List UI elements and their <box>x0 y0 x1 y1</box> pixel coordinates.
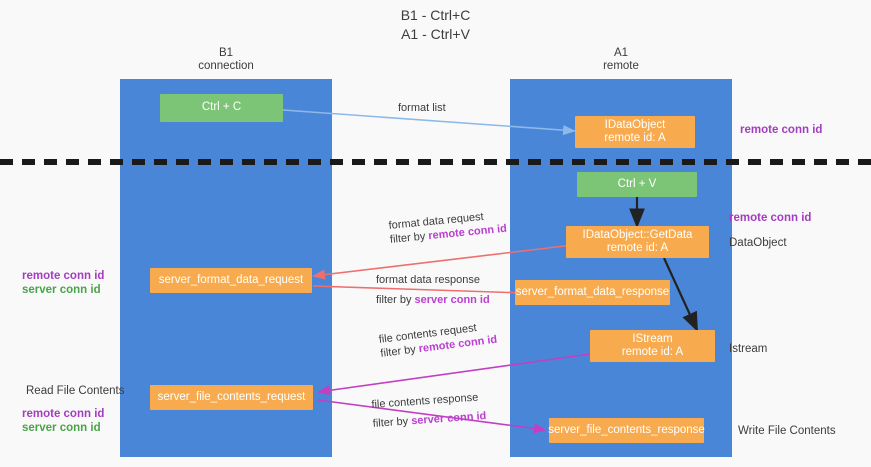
annotation-right-mid-remote-conn-id: remote conn id <box>729 212 812 224</box>
edge-label-format-data-response: format data response filter by server co… <box>376 273 490 307</box>
filter-prefix: filter by <box>372 415 412 430</box>
node-getdata[interactable]: IDataObject::GetData remote id: A <box>566 226 709 258</box>
edge-format-data-request <box>312 244 574 280</box>
filter-prefix: filter by <box>376 294 415 306</box>
edge-label-format-data-response-filter: filter by server conn id <box>376 293 490 307</box>
title-line-2: A1 - Ctrl+V <box>401 26 470 42</box>
node-server-format-data-request-line1: server_format_data_request <box>158 273 304 286</box>
filter-key-server-conn-id: server conn id <box>414 294 490 306</box>
lane-header-a1-line2: remote <box>603 60 639 72</box>
node-getdata-line2: remote id: A <box>606 242 669 254</box>
node-idataobject-remote-line1: IDataObject <box>604 118 666 131</box>
node-istream[interactable]: IStream remote id: A <box>590 330 715 362</box>
annotation-left-low-server-conn-id: server conn id <box>22 422 101 434</box>
node-server-format-data-response[interactable]: server_format_data_response <box>515 280 670 305</box>
edge-file-contents-request <box>317 353 591 396</box>
node-server-format-data-request[interactable]: server_format_data_request <box>150 268 312 293</box>
lane-header-b1-line2: connection <box>198 60 254 72</box>
edge-label-format-list-text: format list <box>398 102 446 114</box>
node-ctrl-v-line1: Ctrl + V <box>617 177 657 190</box>
annotation-right-dataobject: DataObject <box>729 237 787 249</box>
annotation-left-read-file-contents: Read File Contents <box>26 385 125 397</box>
edge-label-format-data-response-text: format data response <box>376 274 480 286</box>
annotation-right-istream: Istream <box>729 343 768 355</box>
annotation-left-mid-server-conn-id: server conn id <box>22 284 101 296</box>
lane-header-b1: B1 connection <box>120 47 332 73</box>
edge-label-format-list: format list <box>398 101 446 115</box>
node-server-format-data-response-line1: server_format_data_response <box>515 285 670 298</box>
node-server-file-contents-response-line1: server_file_contents_response <box>548 423 705 436</box>
edge-getdata-istream <box>663 257 698 332</box>
node-server-file-contents-request-line1: server_file_contents_request <box>157 390 306 403</box>
edge-file-contents-response <box>317 399 547 434</box>
annotation-right-write-file-contents: Write File Contents <box>738 425 836 437</box>
annotation-left-low-remote-conn-id: remote conn id <box>22 408 105 420</box>
node-getdata-line1: IDataObject::GetData <box>582 228 693 241</box>
node-ctrl-c-line1: Ctrl + C <box>201 101 242 114</box>
node-server-file-contents-request[interactable]: server_file_contents_request <box>150 385 313 410</box>
filter-prefix: filter by <box>389 230 429 246</box>
node-istream-line2: remote id: A <box>621 346 684 358</box>
node-server-file-contents-response[interactable]: server_file_contents_response <box>548 418 705 443</box>
node-ctrl-c[interactable]: Ctrl + C <box>160 94 283 122</box>
edge-format-list <box>282 109 576 136</box>
node-idataobject-remote-line2: remote id: A <box>604 132 666 144</box>
lane-header-a1: A1 remote <box>510 47 732 73</box>
diagram-title: B1 - Ctrl+C A1 - Ctrl+V <box>0 6 871 44</box>
node-istream-line1: IStream <box>632 332 673 345</box>
annotation-left-mid-remote-conn-id: remote conn id <box>22 270 105 282</box>
lane-header-b1-line1: B1 <box>218 47 234 59</box>
node-ctrl-v[interactable]: Ctrl + V <box>577 172 697 197</box>
node-idataobject-remote[interactable]: IDataObject remote id: A <box>575 116 695 148</box>
lane-header-a1-line1: A1 <box>613 47 629 59</box>
title-line-1: B1 - Ctrl+C <box>400 7 471 23</box>
annotation-right-top-remote-conn-id: remote conn id <box>740 124 823 136</box>
